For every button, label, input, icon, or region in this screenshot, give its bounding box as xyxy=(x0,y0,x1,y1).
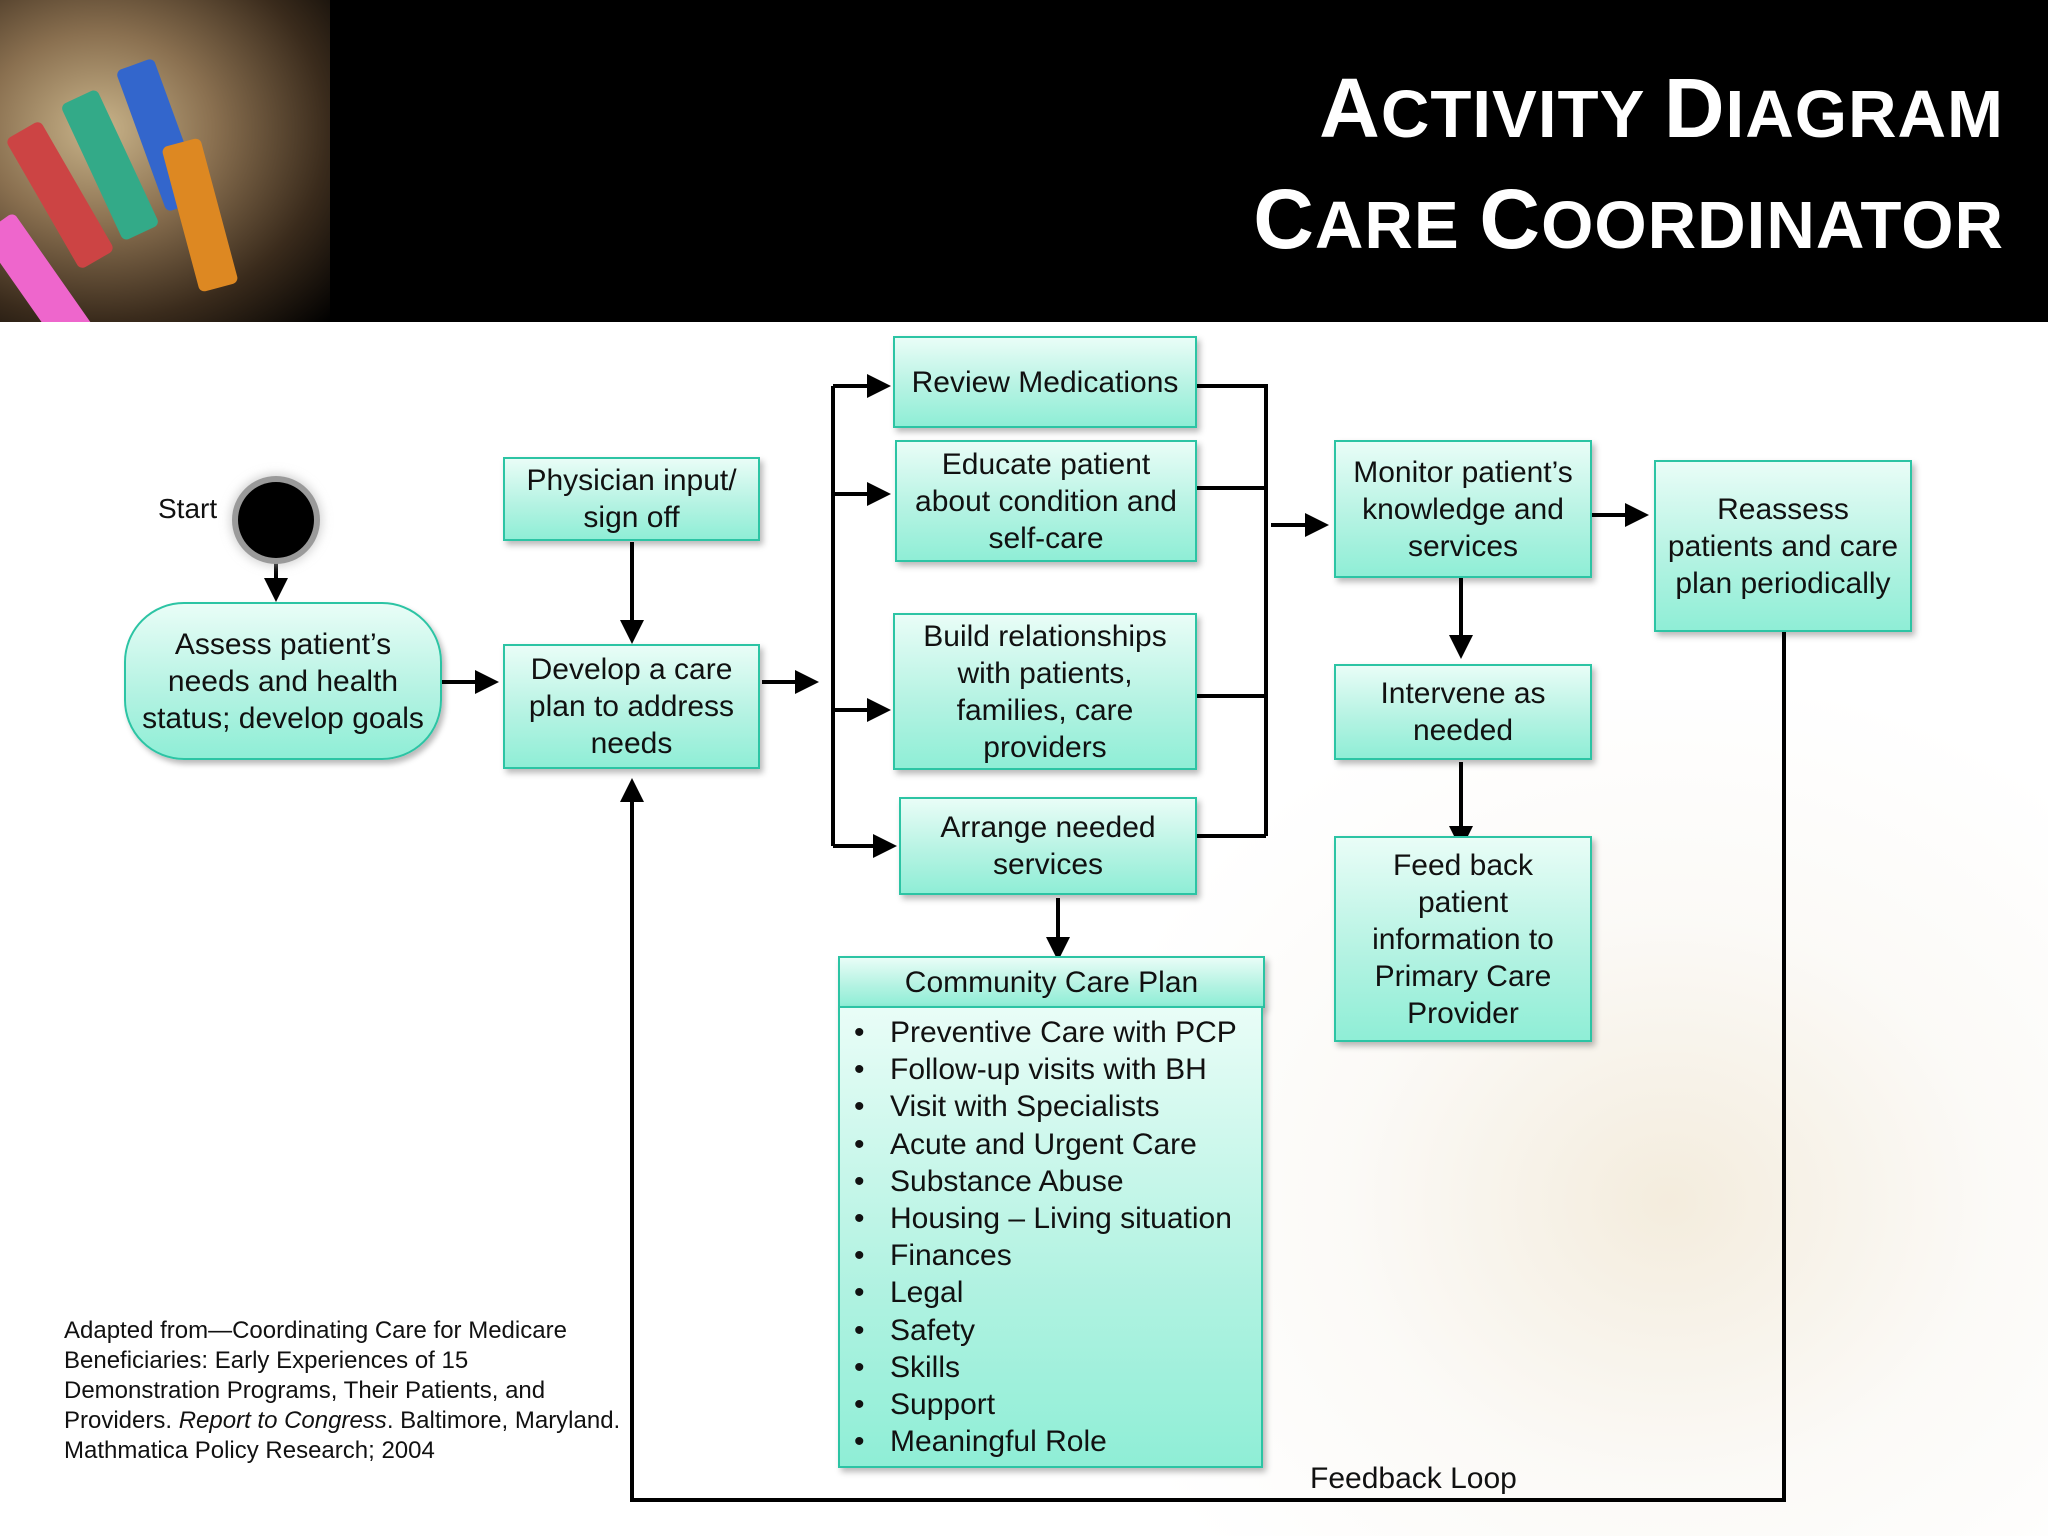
list-item: •Meaningful Role xyxy=(854,1425,1107,1459)
stethoscope-image xyxy=(0,0,330,322)
start-node xyxy=(238,482,314,558)
list-item: •Safety xyxy=(854,1313,976,1347)
list-item: •Visit with Specialists xyxy=(854,1090,1160,1124)
title-line-2: CARE COORDINATOR xyxy=(1253,172,2004,266)
community-care-plan-list: •Preventive Care with PCP •Follow-up vis… xyxy=(838,1006,1263,1468)
list-item: •Skills xyxy=(854,1350,961,1384)
page-title: ACTIVITY DIAGRAM CARE COORDINATOR xyxy=(1253,56,2004,278)
physician-input-node: Physician input/ sign off xyxy=(503,457,760,541)
title-line-1: ACTIVITY DIAGRAM xyxy=(1319,61,2004,155)
header-bar: ACTIVITY DIAGRAM CARE COORDINATOR xyxy=(0,0,2048,322)
assess-needs-node: Assess patient’s needs and health status… xyxy=(124,602,442,760)
monitor-patient-node: Monitor patient’s knowledge and services xyxy=(1334,440,1592,578)
start-label: Start xyxy=(158,493,218,524)
list-item: •Legal xyxy=(854,1276,964,1310)
review-medications-node: Review Medications xyxy=(893,336,1197,428)
develop-care-plan-node: Develop a care plan to address needs xyxy=(503,644,760,769)
list-item: •Substance Abuse xyxy=(854,1164,1124,1198)
list-item: •Preventive Care with PCP xyxy=(854,1016,1237,1049)
citation: Adapted from—Coordinating Care for Medic… xyxy=(64,1317,621,1464)
intervene-node: Intervene as needed xyxy=(1334,664,1592,760)
list-item: •Housing – Living situation xyxy=(854,1202,1232,1236)
community-care-plan-title: Community Care Plan xyxy=(838,956,1265,1008)
feed-back-node: Feed back patient information to Primary… xyxy=(1334,836,1592,1042)
list-item: •Acute and Urgent Care xyxy=(854,1127,1197,1161)
arrange-services-node: Arrange needed services xyxy=(899,797,1197,895)
reassess-patients-node: Reassess patients and care plan periodic… xyxy=(1654,460,1912,632)
feedback-loop-label: Feedback Loop xyxy=(1310,1462,1517,1495)
list-item: •Support xyxy=(854,1388,996,1422)
list-item: •Finances xyxy=(854,1239,1012,1273)
educate-patient-node: Educate patient about condition and self… xyxy=(895,440,1197,562)
build-relationships-node: Build relationships with patients, famil… xyxy=(893,613,1197,770)
list-item: •Follow-up visits with BH xyxy=(854,1053,1207,1087)
